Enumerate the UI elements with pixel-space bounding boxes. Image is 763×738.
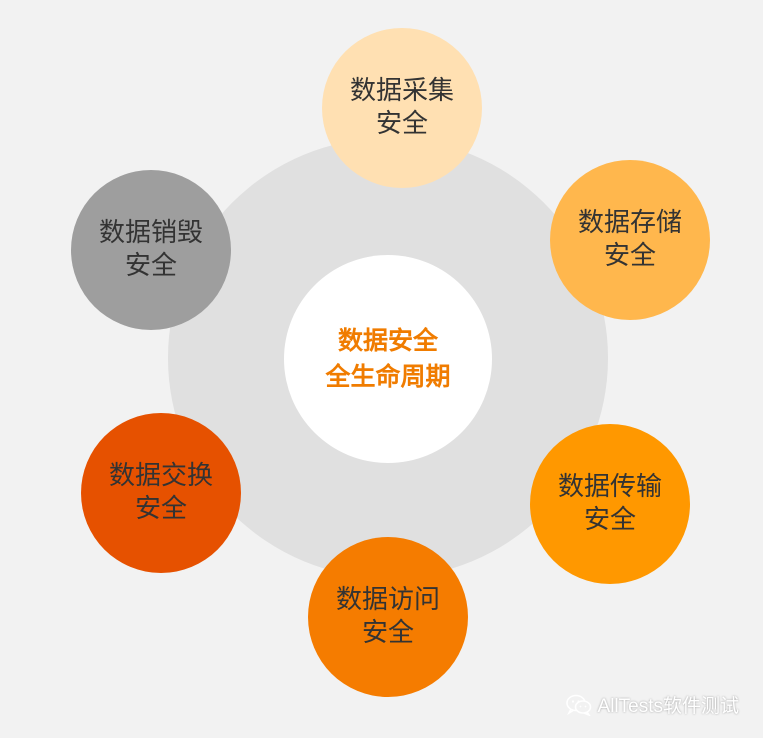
node-label-line2: 安全 [361,618,414,648]
node-label-line1: 数据采集 [349,76,454,106]
node-access: 数据访问 安全 [308,537,468,697]
node-exchange: 数据交换 安全 [81,413,241,573]
center-title-line1: 数据安全 [337,326,438,355]
wechat-icon [565,694,592,716]
node-label-line1: 数据传输 [557,472,662,502]
node-collection: 数据采集 安全 [322,28,482,188]
node-label-line1: 数据销毁 [98,218,203,248]
center-title-line2: 全生命周期 [325,362,451,391]
node-label-line1: 数据访问 [335,585,440,615]
node-label-line2: 安全 [375,109,428,139]
watermark-text: AllTests软件测试 [597,696,739,717]
node-label-line1: 数据存储 [577,208,682,238]
node-label-line2: 安全 [134,494,187,524]
node-label-line2: 安全 [124,251,177,281]
node-label-line2: 安全 [603,241,656,271]
node-transmission: 数据传输 安全 [530,424,690,584]
center-circle: 数据安全 全生命周期 [284,255,492,463]
node-label-line1: 数据交换 [108,461,213,491]
node-storage: 数据存储 安全 [550,160,710,320]
node-destruction: 数据销毁 安全 [71,170,231,330]
watermark: AllTests软件测试 [565,691,739,718]
node-label-line2: 安全 [583,505,636,535]
